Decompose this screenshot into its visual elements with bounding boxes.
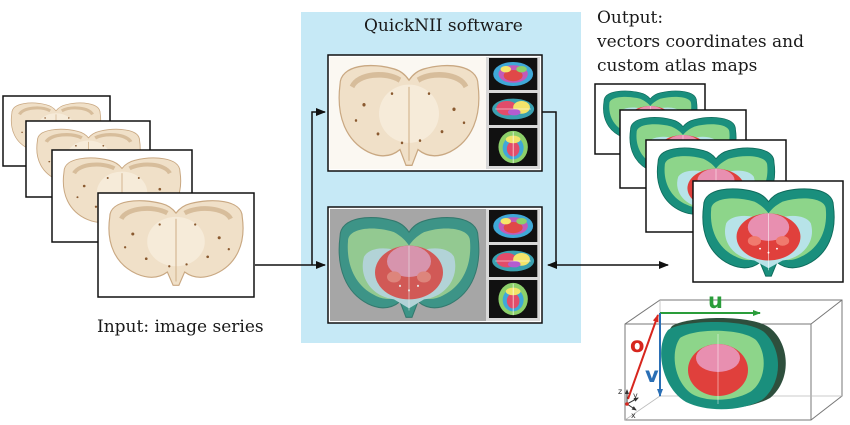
flow-arrows	[255, 108, 669, 269]
input-caption: Input: image series	[97, 317, 264, 337]
vector-coordinate-box: o u v z y x	[618, 289, 843, 421]
arrow-to-raw-window	[311, 108, 326, 265]
axis-z-label: z	[618, 387, 622, 396]
axis-y-arrow	[626, 397, 639, 405]
vector-v-label: v	[645, 363, 659, 387]
axis-y-label: y	[633, 391, 638, 400]
vector-o-arrow	[627, 314, 659, 400]
input-image-series	[2, 95, 255, 298]
quicknii-window-overlay	[327, 206, 543, 324]
output-title: Output:	[597, 8, 664, 28]
vector-u-label: u	[708, 289, 723, 313]
output-line-maps: custom atlas maps	[597, 56, 758, 76]
axis-x-label: x	[631, 411, 636, 420]
axis-x-arrow	[626, 403, 637, 411]
output-line-vectors: vectors coordinates and	[597, 32, 805, 52]
software-title: QuickNII software	[364, 16, 523, 36]
vector-o-label: o	[630, 333, 644, 357]
quicknii-window-raw	[327, 54, 543, 172]
arrow-feedback-loop	[542, 111, 557, 263]
output-atlas-maps	[594, 83, 844, 283]
